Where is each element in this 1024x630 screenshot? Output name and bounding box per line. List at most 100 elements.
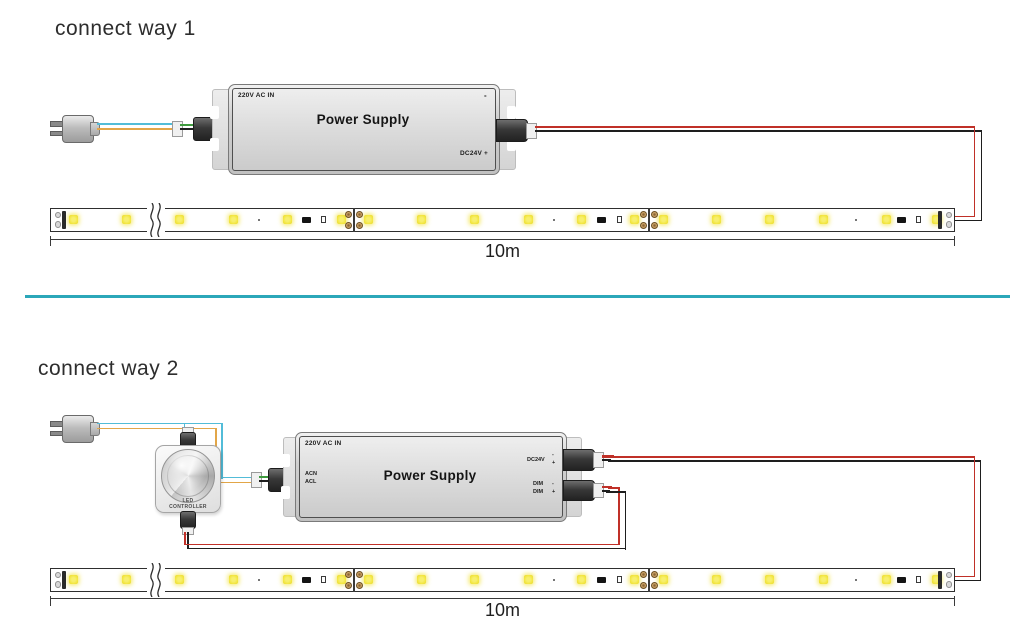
resistor [915, 215, 921, 223]
dc-wire-red [611, 456, 974, 458]
solder-dot [854, 578, 858, 581]
bracket-slot [281, 454, 290, 467]
led [121, 215, 131, 224]
controller-feed-wire [183, 423, 186, 429]
ac-wire-stub [259, 479, 273, 482]
resistor [915, 575, 921, 583]
junction-pad [640, 210, 647, 218]
dc-wire-red [535, 125, 547, 128]
led [174, 215, 184, 224]
psu2-dc-label: DC24V [527, 457, 545, 463]
led-strip-2 [50, 562, 955, 597]
dim-wire-black [602, 490, 610, 492]
dimension-tick [953, 596, 955, 606]
ac-wire-live [215, 481, 256, 484]
segment-junction [639, 567, 659, 592]
connect-way-1-title: connect way 1 [55, 17, 196, 40]
led [764, 215, 774, 224]
psu2-acl-label: ACL [305, 479, 317, 485]
junction-pad [356, 210, 363, 218]
led [818, 215, 828, 224]
led [282, 215, 292, 224]
ac-wire-neutral [97, 422, 223, 425]
plug-body [62, 115, 94, 143]
led [711, 215, 721, 224]
led [931, 575, 941, 584]
junction-pad [345, 581, 352, 589]
junction-pad [356, 581, 363, 589]
dimension-tick [50, 596, 52, 606]
ic-chip [596, 217, 606, 223]
psu2-dim1-sign: - [552, 481, 554, 487]
section-divider [25, 295, 1010, 298]
solder-dot [552, 218, 556, 221]
dim-wire-black [187, 532, 190, 549]
solder-pad [945, 571, 953, 578]
ac-wire-ground [259, 475, 273, 478]
solder-dot [257, 578, 261, 581]
psu1-input-label: 220V AC IN [238, 92, 275, 99]
led [336, 575, 346, 584]
led [711, 575, 721, 584]
ac-wire-live [97, 127, 174, 130]
end-terminal [62, 570, 66, 589]
junction-pad [651, 581, 658, 589]
solder-pad [54, 211, 62, 218]
psu1-minus-label: - [484, 91, 487, 100]
dc-wire-red [973, 126, 976, 218]
psu-face-2 [299, 436, 563, 518]
led [174, 575, 184, 584]
controller-label-line2: CONTROLLER [169, 503, 207, 510]
led [523, 215, 533, 224]
led [68, 215, 78, 224]
dc-wire-red [602, 455, 614, 458]
ic-chip [896, 577, 906, 583]
junction-pad [651, 210, 658, 218]
dim-wire-red [608, 487, 620, 489]
psu2-dc-plus: + [552, 460, 556, 466]
junction-pad [651, 221, 658, 229]
end-terminal [938, 570, 942, 589]
dc-wire-red [973, 456, 976, 577]
junction-pad [345, 210, 352, 218]
led [931, 215, 941, 224]
led [523, 575, 533, 584]
solder-pad [945, 211, 953, 218]
led [658, 575, 668, 584]
led [469, 215, 479, 224]
led [228, 575, 238, 584]
connect-way-2-title: connect way 2 [38, 357, 179, 380]
psu1-output-label: DC24V + [460, 150, 488, 157]
solder-pad [945, 221, 953, 228]
dc-wire-red [951, 575, 975, 578]
dim-wire-red [184, 543, 620, 546]
bracket-slot [281, 486, 290, 499]
led [68, 575, 78, 584]
dc-wire-red [951, 215, 975, 218]
dimmer-knob[interactable] [161, 449, 215, 503]
led [469, 575, 479, 584]
dim-output-connector [563, 480, 595, 501]
bracket-slot [210, 138, 219, 151]
power-plug-2 [50, 415, 108, 443]
dc-wire-black [980, 130, 983, 222]
led [282, 575, 292, 584]
psu2-dim1-label: DIM [533, 481, 544, 487]
junction-pad [345, 570, 352, 578]
led-controller: LED CONTROLLER [155, 445, 221, 513]
psu2-acn-label: ACN [305, 471, 317, 477]
controller-label-line1: LED [182, 497, 194, 504]
ic-chip [301, 577, 311, 583]
led [764, 575, 774, 584]
dim-wire-red [184, 532, 186, 544]
psu2-dim2-sign: + [552, 489, 556, 495]
plug-body [62, 415, 94, 443]
dimension-line-1 [50, 239, 955, 240]
dim-wire-red [602, 485, 612, 489]
led [336, 215, 346, 224]
segment-junction [344, 567, 364, 592]
junction-pad [640, 221, 647, 229]
ac-wire-neutral [221, 422, 223, 479]
ic-chip [896, 217, 906, 223]
led-strip-1 [50, 202, 955, 237]
